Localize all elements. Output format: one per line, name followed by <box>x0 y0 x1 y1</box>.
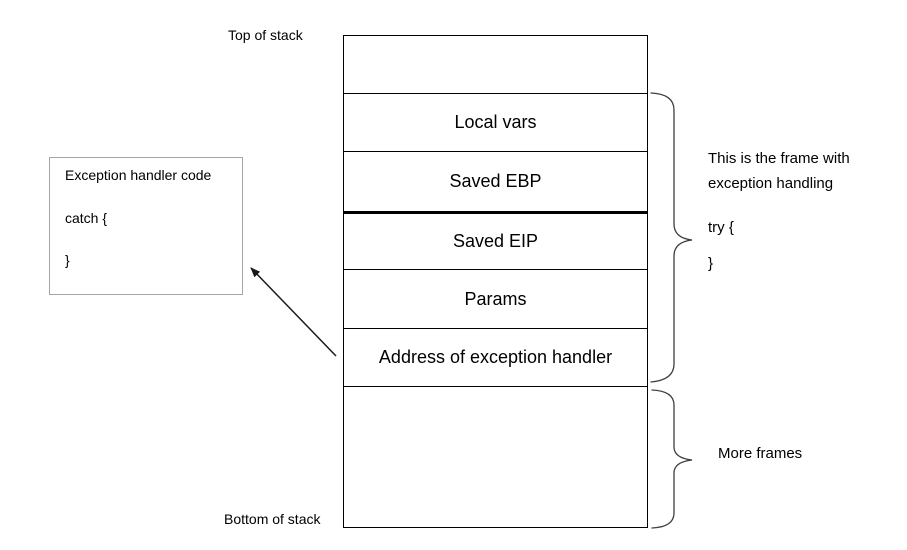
frame-annotation: This is the frame with exception handlin… <box>708 150 903 280</box>
stack-row-local-vars: Local vars <box>344 93 647 151</box>
exception-frame-brace <box>650 92 693 383</box>
frame-annotation-line-2: exception handling <box>708 175 834 192</box>
handler-code-label: Exception handler code <box>65 167 212 183</box>
stack-row-params: Params <box>344 269 647 328</box>
bottom-of-stack-label: Bottom of stack <box>224 511 321 527</box>
handler-catch-line: catch { <box>65 210 108 226</box>
stack-row-saved-eip: Saved EIP <box>344 211 647 269</box>
stack-row-empty-bottom <box>344 386 647 527</box>
more-frames-label: More frames <box>718 445 803 462</box>
handler-closing-brace-line: } <box>65 252 70 268</box>
frame-annotation-line-1: This is the frame with <box>708 150 850 167</box>
stack-row-exception-handler-address: Address of exception handler <box>344 328 647 386</box>
frame-annotation-closing-brace-line: } <box>708 255 714 272</box>
handler-pointer-arrow <box>250 267 337 357</box>
frame-annotation-try-line: try { <box>708 219 734 236</box>
more-frames-brace <box>651 389 693 529</box>
stack-row-saved-ebp: Saved EBP <box>344 151 647 211</box>
top-of-stack-label: Top of stack <box>228 27 303 43</box>
stack-row-empty-top <box>344 36 647 93</box>
exception-handler-box: Exception handler code catch { } <box>49 157 243 295</box>
stack-box: Local vars Saved EBP Saved EIP Params Ad… <box>343 35 648 528</box>
